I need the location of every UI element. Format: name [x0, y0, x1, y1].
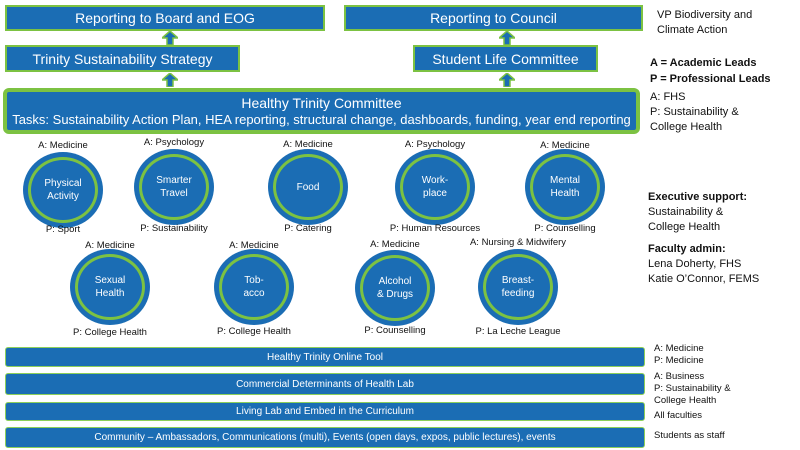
bar-lead-line: P: Sustainability &	[654, 383, 731, 394]
vp-line: VP Biodiversity and	[657, 9, 753, 21]
exec-title: Executive support:	[648, 191, 748, 203]
admin-title: Faculty admin:	[648, 243, 726, 255]
admin-line: Lena Doherty, FHS	[648, 258, 742, 270]
bar-lead-line: A: Business	[654, 371, 705, 382]
academic-lead-label: A: Psychology	[404, 139, 466, 150]
exec-line: Sustainability &	[648, 206, 724, 218]
academic-lead-label: A: Medicine	[370, 239, 420, 250]
bar-community: Community – Ambassadors, Communications …	[5, 427, 645, 448]
topic-circle-label: Work- place	[400, 154, 470, 220]
academic-lead-label: A: Medicine	[540, 140, 590, 151]
academic-lead-label: A: Medicine	[229, 240, 279, 251]
professional-lead-label: P: Sustainability	[140, 223, 208, 234]
reporting-board-box: Reporting to Board and EOG	[5, 5, 325, 31]
topic-circle-label: Mental Health	[530, 154, 600, 220]
bar-leads: A: Medicine P: Medicine	[654, 343, 704, 367]
bar-lead-line: College Health	[654, 395, 717, 406]
legend-professional: P = Professional Leads	[650, 73, 771, 85]
topic-circle-label: Food	[273, 154, 343, 220]
topic-circle: Food	[268, 149, 348, 225]
committee-tasks: Tasks: Sustainability Action Plan, HEA r…	[12, 112, 631, 127]
arrow-up-icon	[499, 73, 515, 87]
professional-lead-label: P: College Health	[73, 327, 147, 338]
faculty-admin: Faculty admin: Lena Doherty, FHS Katie O…	[648, 242, 759, 287]
topic-circle-label: Breast- feeding	[483, 254, 553, 320]
admin-line: Katie O’Connor, FEMS	[648, 273, 760, 285]
healthy-trinity-committee-box: Healthy Trinity Committee Tasks: Sustain…	[3, 88, 640, 134]
executive-support: Executive support: Sustainability & Coll…	[648, 190, 747, 235]
topic-circle: Breast- feeding	[478, 249, 558, 325]
academic-lead-label: A: Psychology	[143, 137, 205, 148]
bar-lead-line: A: Medicine	[654, 343, 704, 354]
bar-commercial-determinants: Commercial Determinants of Health Lab	[5, 373, 645, 395]
bar-living-lab: Living Lab and Embed in the Curriculum	[5, 402, 645, 421]
topic-circle: Sexual Health	[70, 249, 150, 325]
arrow-up-icon	[499, 31, 515, 45]
lead-line: P: Sustainability &	[650, 106, 739, 118]
professional-lead-label: P: Human Resources	[389, 223, 481, 234]
bar-lead-line: Students as staff	[654, 430, 725, 441]
topic-circle: Smarter Travel	[134, 149, 214, 225]
strategy-box: Trinity Sustainability Strategy	[5, 45, 240, 72]
topic-circle-label: Smarter Travel	[139, 154, 209, 220]
vp-note: VP Biodiversity and Climate Action	[657, 8, 752, 38]
topic-circle: Mental Health	[525, 149, 605, 225]
legend: A = Academic Leads P = Professional Lead…	[650, 55, 771, 87]
topic-circle-label: Physical Activity	[28, 157, 98, 223]
academic-lead-label: A: Medicine	[283, 139, 333, 150]
professional-lead-label: P: Counselling	[534, 223, 596, 234]
arrow-up-icon	[162, 31, 178, 45]
committee-title: Healthy Trinity Committee	[241, 95, 402, 111]
professional-lead-label: P: Catering	[284, 223, 332, 234]
academic-lead-label: A: Nursing & Midwifery	[469, 237, 567, 248]
bar-lead-line: All faculties	[654, 410, 703, 421]
topic-circle: Physical Activity	[23, 152, 103, 228]
bar-online-tool: Healthy Trinity Online Tool	[5, 347, 645, 367]
academic-lead-label: A: Medicine	[85, 240, 135, 251]
professional-lead-label: P: Sport	[45, 224, 81, 235]
bar-lead-line: P: Medicine	[654, 355, 704, 366]
exec-line: College Health	[648, 221, 721, 233]
lead-line: College Health	[650, 121, 723, 133]
topic-circle: Alcohol & Drugs	[355, 250, 435, 326]
committee-leads: A: FHS P: Sustainability & College Healt…	[650, 90, 739, 135]
academic-lead-label: A: Medicine	[38, 140, 88, 151]
topic-circle: Tob- acco	[214, 249, 294, 325]
topic-circle: Work- place	[395, 149, 475, 225]
lead-line: A: FHS	[650, 91, 686, 103]
student-life-box: Student Life Committee	[413, 45, 598, 72]
professional-lead-label: P: Counselling	[364, 325, 426, 336]
topic-circle-label: Alcohol & Drugs	[360, 255, 430, 321]
professional-lead-label: P: La Leche League	[475, 326, 561, 337]
professional-lead-label: P: College Health	[217, 326, 291, 337]
legend-academic: A = Academic Leads	[650, 57, 757, 69]
topic-circle-label: Sexual Health	[75, 254, 145, 320]
reporting-council-box: Reporting to Council	[344, 5, 643, 31]
topic-circle-label: Tob- acco	[219, 254, 289, 320]
bar-leads: A: Business P: Sustainability & College …	[654, 371, 731, 407]
vp-line: Climate Action	[657, 24, 728, 36]
arrow-up-icon	[162, 73, 178, 87]
bar-leads: Students as staff	[654, 430, 725, 442]
bar-leads: All faculties	[654, 410, 702, 422]
